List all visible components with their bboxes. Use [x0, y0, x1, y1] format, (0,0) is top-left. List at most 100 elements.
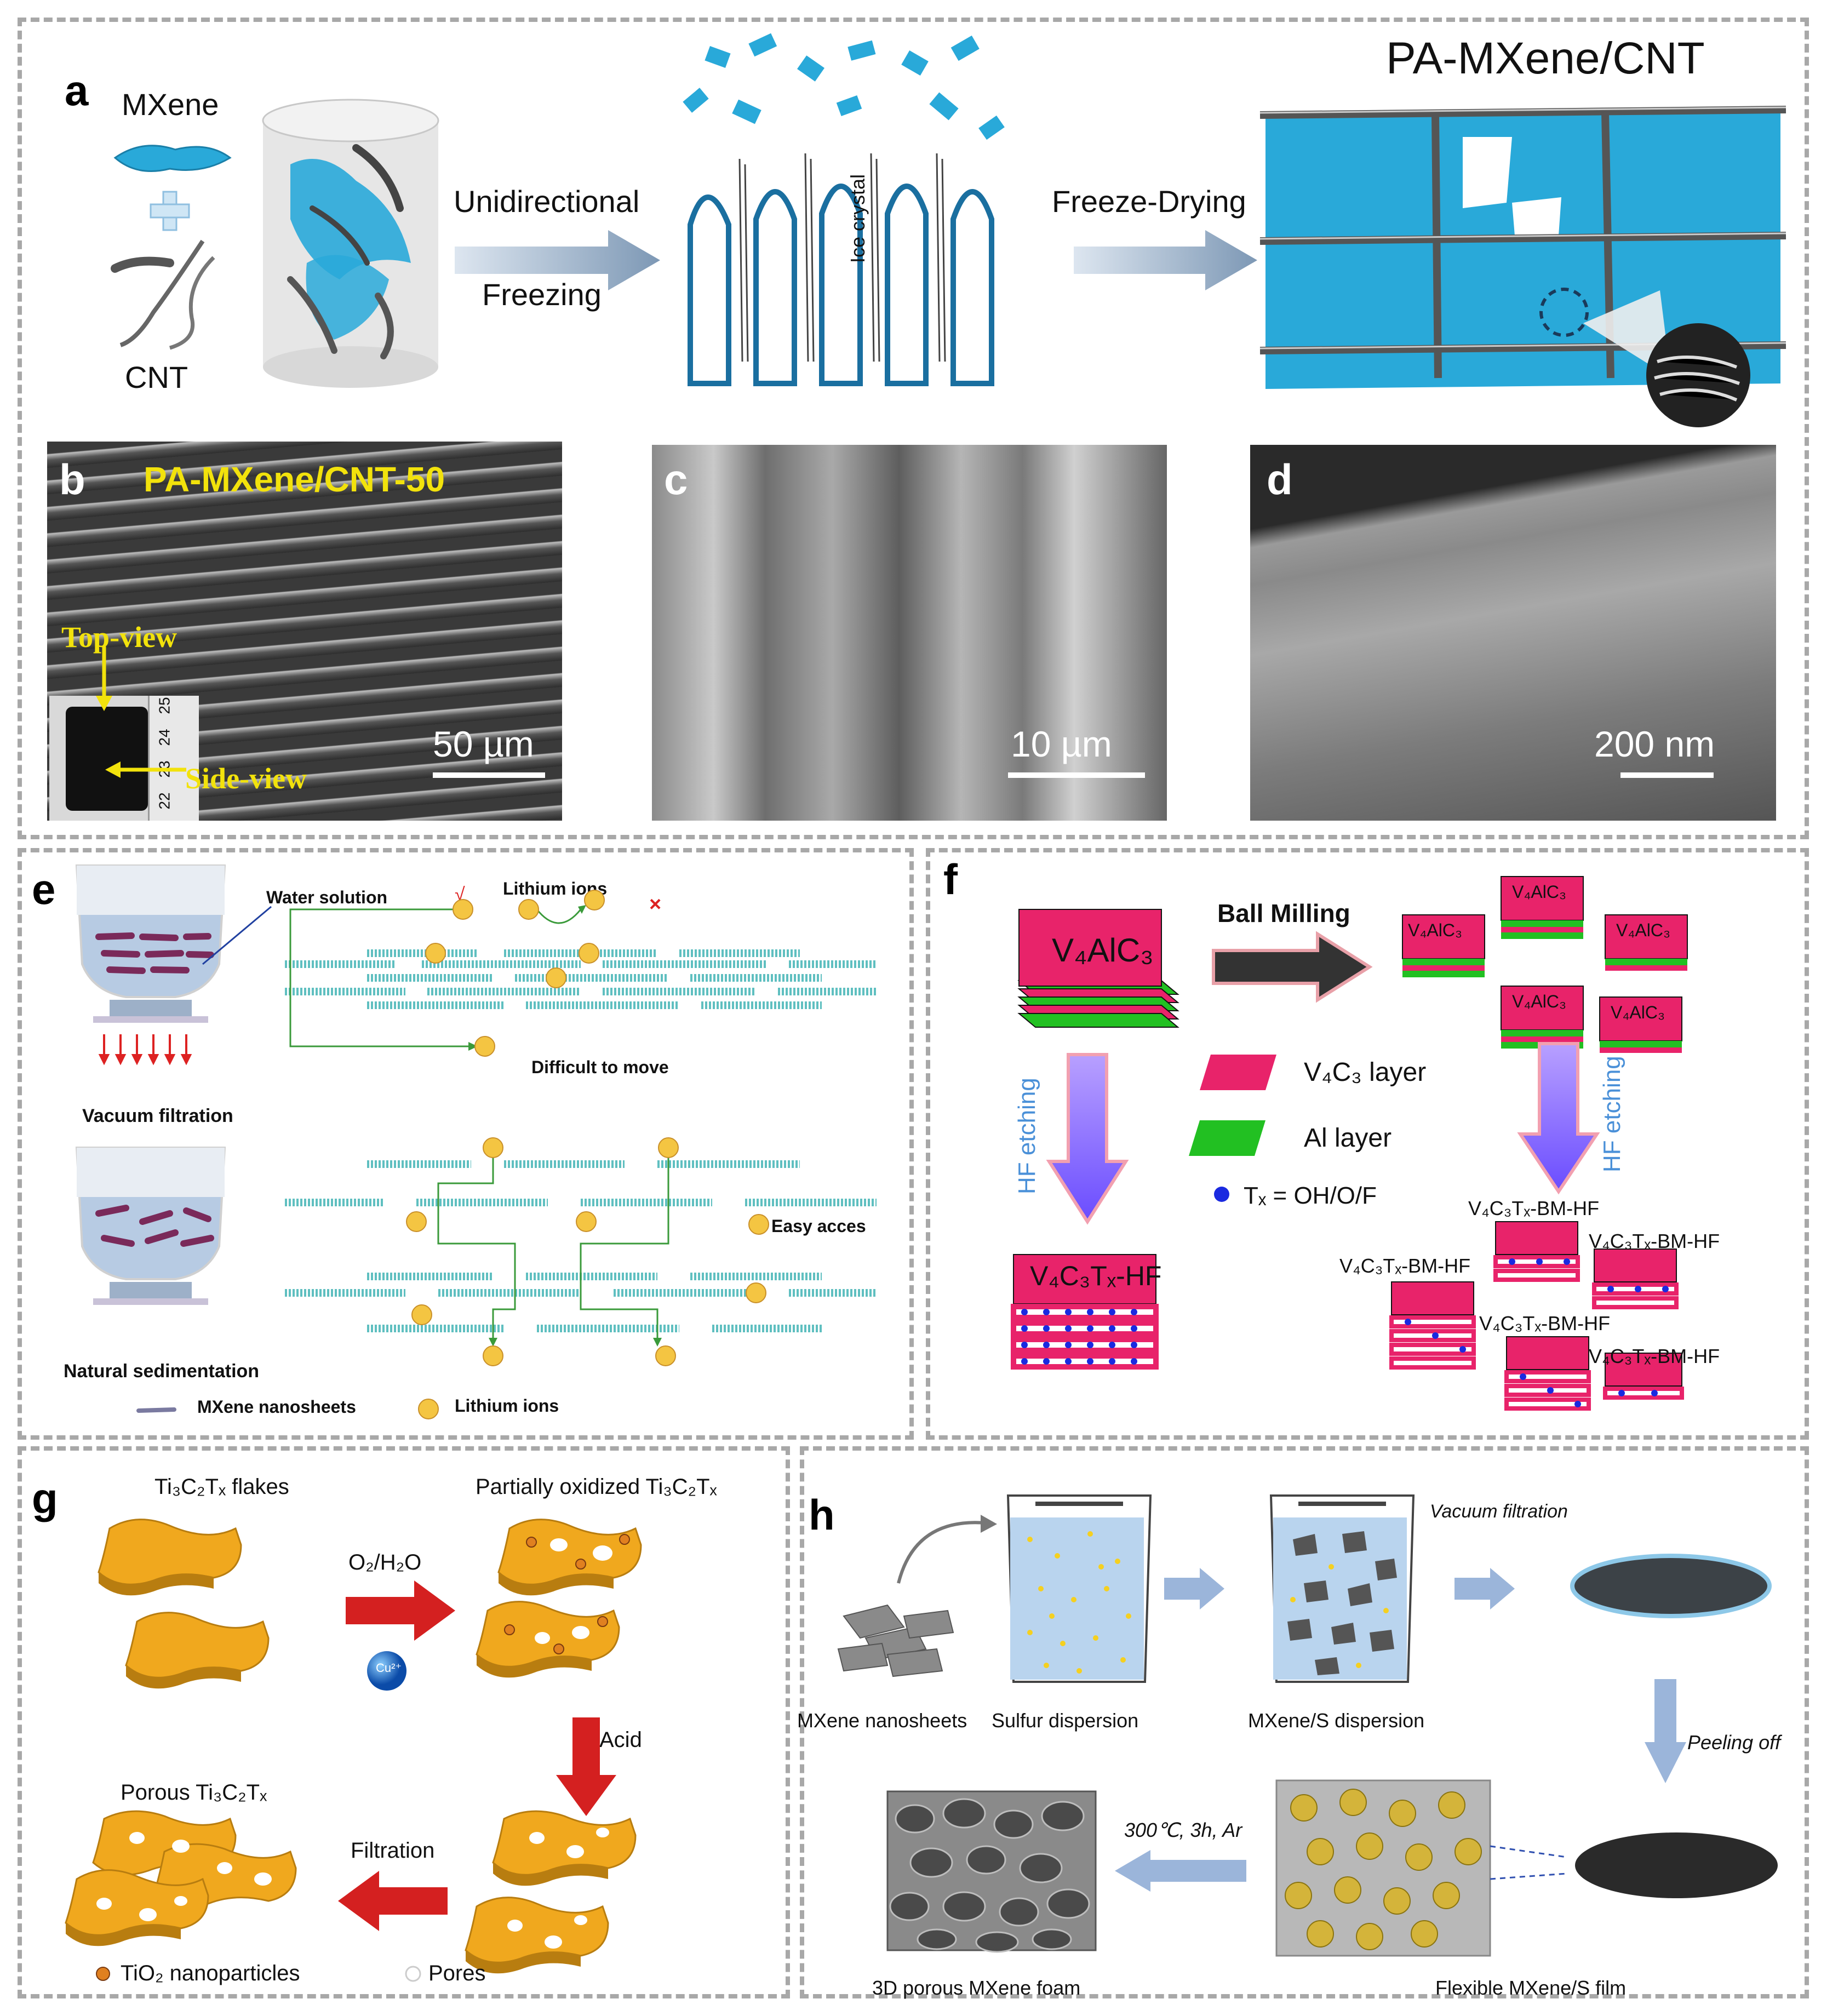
panel-abcd-frame: [18, 18, 1809, 839]
panel-e-label: e: [32, 865, 56, 913]
difficult-label: Difficult to move: [531, 1057, 669, 1077]
legend-pores-icon: [405, 1966, 421, 1982]
freeze-drying-label: Freeze-Drying: [1052, 184, 1246, 219]
bm-hf-label-5: V₄C₃Tₓ-BM-HF: [1589, 1345, 1720, 1367]
legend-lithium-icon: [418, 1399, 439, 1419]
top-view-label: Top-view: [61, 621, 177, 654]
panel-d-label: d: [1267, 455, 1293, 503]
peeling-arrow-icon: [1645, 1679, 1686, 1783]
calcination-arrow-icon: [1115, 1850, 1246, 1892]
filtered-film-icon: [1570, 1554, 1772, 1618]
cu-ion-icon: [367, 1651, 406, 1691]
small-v4alc3-label-5: V₄AlC₃: [1611, 1003, 1665, 1022]
legend-al-icon: [1189, 1120, 1265, 1156]
bm-hf-label-2: V₄C₃Tₓ-BM-HF: [1589, 1230, 1720, 1252]
hf-label-left: HF etching: [1013, 1078, 1040, 1194]
legend-tio2-label: TiO₂ nanoparticles: [121, 1961, 300, 1985]
panel-f-frame: [926, 848, 1809, 1440]
panel-b-title: PA-MXene/CNT-50: [144, 460, 445, 499]
o2-h2o-label: O₂/H₂O: [348, 1550, 422, 1574]
vacuum-path-diagram: [285, 890, 877, 1057]
sample-cylinder: [66, 707, 148, 811]
mxene-flake-icon: [113, 145, 232, 172]
side-view-arrow-icon: [105, 761, 186, 778]
panel-b-label: b: [59, 455, 85, 503]
legend-al-label: Al layer: [1304, 1124, 1392, 1153]
natural-path-diagram: [285, 1137, 877, 1366]
ruler-mark-24: 24: [156, 729, 173, 746]
natural-sedimentation-label: Natural sedimentation: [64, 1361, 260, 1382]
flexible-film-label: Flexible MXene/S film: [1435, 1977, 1627, 1999]
arrow-freeze-drying-icon: [1074, 230, 1257, 290]
partial-oxidized-label: Partially oxidized Ti₃C₂Tₓ: [476, 1475, 717, 1499]
flakes-label: Ti₃C₂Tₓ flakes: [154, 1475, 289, 1499]
mixture-cylinder-icon: [262, 99, 439, 388]
legend-v4c3-icon: [1200, 1055, 1276, 1090]
sem-image-c: [652, 445, 1167, 821]
scale-text-c: 10 µm: [1011, 724, 1112, 764]
condition-label: 300℃, 3h, Ar: [1124, 1819, 1242, 1841]
legend-mxene-icon: [136, 1407, 176, 1413]
mxene-s-beaker-icon: [1269, 1494, 1415, 1683]
hf-arrow-left-icon: [1046, 1053, 1129, 1225]
small-v4alc3-label-1: V₄AlC₃: [1408, 920, 1462, 940]
ruler-mark-25: 25: [156, 697, 173, 714]
panel-a-label: a: [65, 66, 89, 114]
mxene-nanosheets-label: MXene nanosheets: [797, 1709, 967, 1732]
ruler: [148, 696, 199, 821]
peeling-off-label: Peeling off: [1687, 1731, 1781, 1754]
v4c3tx-hf-stack-icon: [1011, 1254, 1159, 1370]
bm-hf-label-3: V₄C₃Tₓ-BM-HF: [1339, 1255, 1471, 1277]
hf-arrow-right-icon: [1517, 1042, 1600, 1195]
acid-label: Acid: [599, 1728, 642, 1752]
legend-pores-label: Pores: [428, 1961, 486, 1985]
cnt-tubes-icon: [111, 239, 215, 350]
top-view-arrow-icon: [96, 646, 112, 711]
beaker-arrow-1-icon: [1164, 1568, 1224, 1610]
ruler-mark-22: 22: [156, 792, 173, 810]
bm-hf-label-1: V₄C₃Tₓ-BM-HF: [1468, 1197, 1600, 1219]
arrow-freezing-icon: [455, 230, 660, 290]
side-view-label: Side-view: [185, 762, 307, 795]
legend-tx-icon: [1214, 1187, 1229, 1202]
oxidation-arrow-icon: [346, 1580, 455, 1641]
cu-label: Cu²⁺: [376, 1661, 402, 1675]
pa-mxene-cnt-structure-icon: [1259, 106, 1786, 427]
ball-milling-label: Ball Milling: [1217, 899, 1350, 927]
scale-bar-d: [1620, 772, 1714, 778]
water-pointer-icon: [202, 906, 272, 965]
etched-flakes-icon: [465, 1810, 637, 1974]
scale-bar-b: [433, 772, 545, 778]
scale-bar-c: [1008, 772, 1145, 778]
mxene-s-film-icon: [1275, 1779, 1778, 1957]
small-v4alc3-label-4: V₄AlC₃: [1512, 992, 1566, 1011]
cross-mark: ×: [649, 893, 662, 916]
hf-label-right: HF etching: [1599, 1056, 1625, 1172]
vacuum-funnel-icon: [75, 864, 226, 1023]
filtration-arrow-icon: [338, 1871, 448, 1931]
ice-crystal-scaffold-icon: [683, 33, 1005, 386]
mxene-label: MXene: [122, 87, 219, 122]
filtration-label: Filtration: [351, 1839, 435, 1863]
panel-h-frame: [800, 1446, 1809, 1998]
sulfur-dispersion-label: Sulfur dispersion: [992, 1709, 1139, 1732]
porous-foam-icon: [886, 1790, 1097, 1953]
bm-hf-stacks-icon: [1389, 1221, 1684, 1411]
natural-funnel-icon: [75, 1147, 226, 1305]
unidirectional-label: Unidirectional: [454, 184, 640, 219]
panel-c-label: c: [664, 455, 688, 503]
mxene-s-dispersion-label: MXene/S dispersion: [1248, 1709, 1425, 1732]
small-v4alc3-stacks-icon: [1402, 876, 1688, 1053]
cnt-label: CNT: [125, 360, 188, 394]
v4alc3-stack-icon: [1017, 909, 1179, 1028]
partially-oxidized-flakes-icon: [476, 1519, 642, 1678]
vacuum-arrows-icon: [98, 1034, 192, 1066]
freezing-label: Freezing: [482, 277, 602, 312]
vacuum-filtration-h-label: Vacuum filtration: [1430, 1501, 1568, 1522]
porous-label: Porous Ti₃C₂Tₓ: [121, 1780, 267, 1805]
panel-h-label: h: [809, 1491, 835, 1539]
v4c3tx-hf-label: V₄C₃Tₓ-HF: [1030, 1261, 1162, 1291]
panel-a-title: PA-MXene/CNT: [1386, 33, 1705, 83]
legend-v4c3-label: V₄C₃ layer: [1304, 1058, 1427, 1087]
mxene-nanosheets-icon: [837, 1515, 997, 1677]
